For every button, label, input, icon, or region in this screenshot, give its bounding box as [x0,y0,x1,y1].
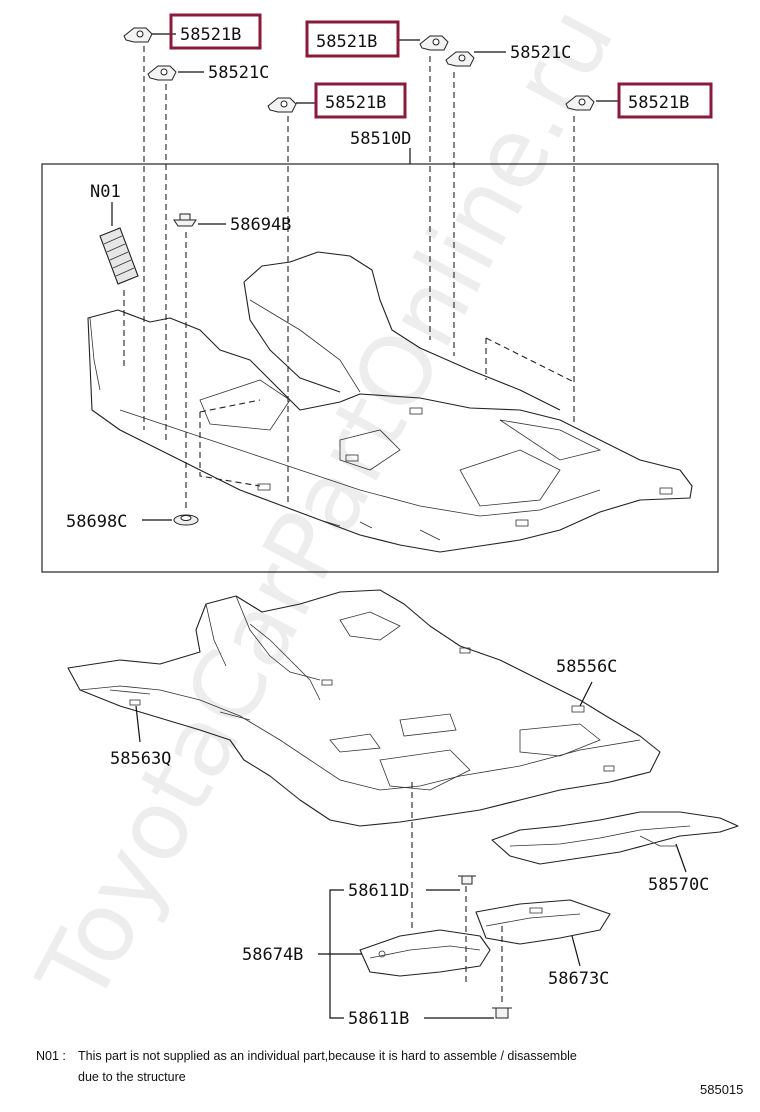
part-label-58556c[interactable]: 58556C [556,657,617,677]
part-label-58694b[interactable]: 58694B [230,215,291,235]
floor-board-right [475,899,611,945]
clip-icon [267,97,297,113]
part-label-58521c[interactable]: 58521C [208,63,269,83]
part-label-58611b[interactable]: 58611B [348,1009,409,1029]
note-line-1: This part is not supplied as an individu… [78,1049,577,1063]
floor-carpet-rear [491,811,739,865]
clip-icon [123,27,153,43]
figure-code: 585015 [700,1082,743,1097]
note-line-2: due to the structure [78,1070,186,1084]
screw-icon [492,1007,512,1019]
grommet-icon [173,514,199,526]
part-label-58521b[interactable]: 58521B [316,32,377,52]
note-code: N01 : [36,1049,66,1063]
part-label-58563q[interactable]: 58563Q [110,749,171,769]
part-label-58521b[interactable]: 58521B [325,93,386,113]
floor-board-left [359,929,491,977]
part-label-n01[interactable]: N01 [90,182,121,202]
part-label-58521b[interactable]: 58521B [628,93,689,113]
part-label-58521c[interactable]: 58521C [510,43,571,63]
watermark: ToyotaCarPartOnline.ru [16,0,636,1022]
highlight-box [169,13,262,50]
bolt-icon [458,875,476,885]
highlight-box [617,82,713,119]
floor-carpet-lower [67,589,661,827]
clip-icon [565,95,595,111]
part-label-58698c[interactable]: 58698C [66,512,127,532]
part-label-58510d[interactable]: 58510D [350,129,411,149]
fastener-icon [173,213,197,227]
part-label-58674b[interactable]: 58674B [242,945,303,965]
part-label-58673c[interactable]: 58673C [548,969,609,989]
highlight-box [314,82,407,119]
part-label-58521b[interactable]: 58521B [180,25,241,45]
part-label-58570c[interactable]: 58570C [648,875,709,895]
n01-pad-icon [99,227,139,285]
floor-carpet-upper [87,251,693,553]
part-label-58611d[interactable]: 58611D [348,881,409,901]
assembly-frame [41,163,719,573]
clip-icon [147,65,177,81]
clip-icon [419,35,449,51]
clip-icon [445,51,475,67]
highlight-box [305,20,400,58]
